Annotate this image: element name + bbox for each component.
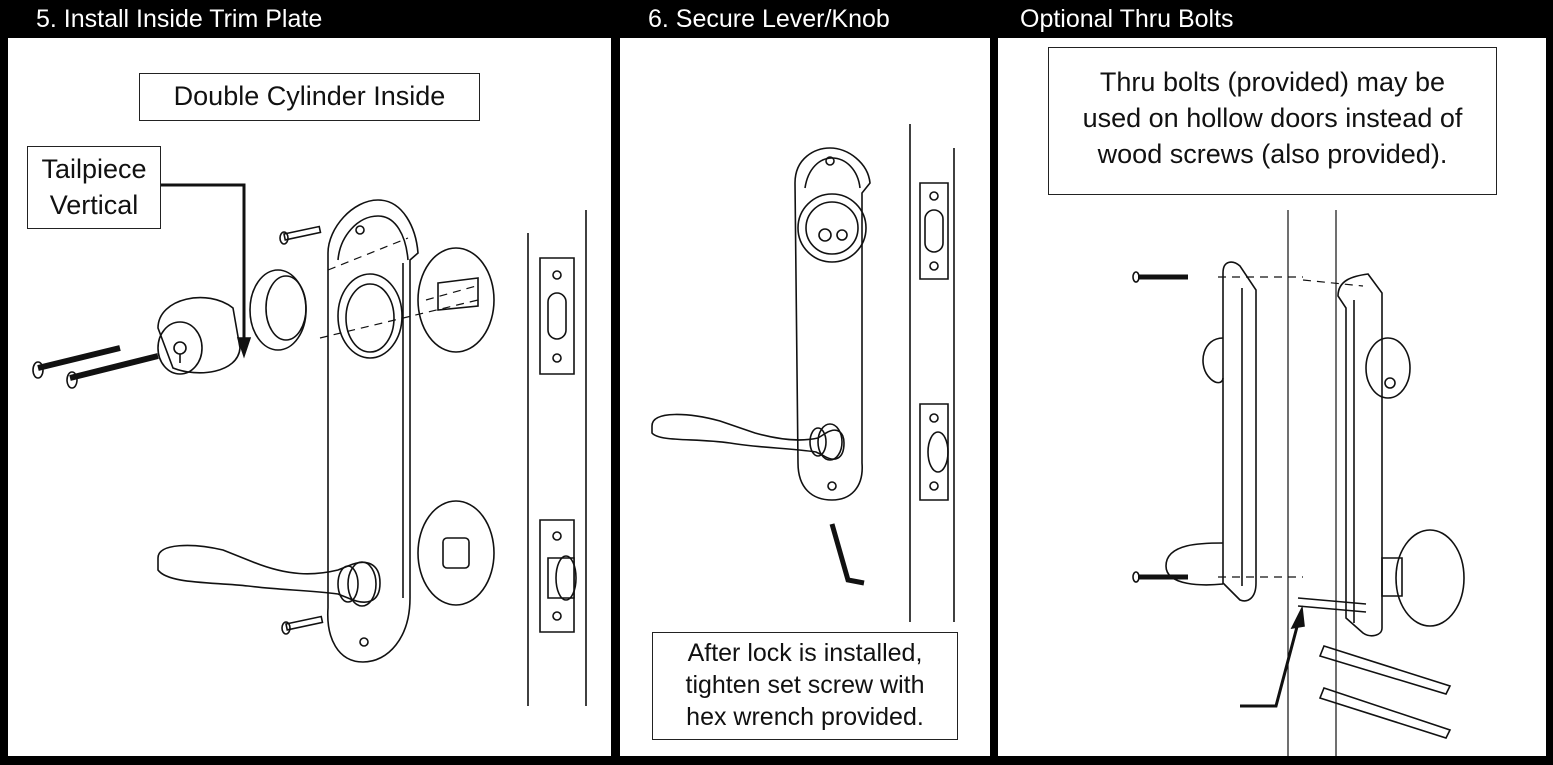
- note-line-2: tighten set screw with: [685, 671, 925, 699]
- panel-step-6: After lock is installed, tighten set scr…: [620, 38, 990, 756]
- spare-bolt-icon: [1320, 646, 1450, 738]
- lever-icon: [158, 545, 380, 606]
- thru-note-line-3: wood screws (also provided).: [1097, 139, 1448, 169]
- thru-note-line-2: used on hollow doors instead of: [1082, 103, 1463, 133]
- cylinder-icon: [158, 298, 240, 374]
- double-cylinder-callout: Double Cylinder Inside: [139, 73, 480, 121]
- ring-icon: [250, 270, 306, 350]
- hex-wrench-icon: [832, 524, 864, 583]
- lever-secure-illustration: [620, 38, 990, 756]
- step-6-title: 6. Secure Lever/Knob: [648, 5, 890, 33]
- panel-step-5: Double Cylinder Inside Tailpiece Vertica…: [8, 38, 611, 756]
- trim-plate-illustration: [8, 38, 611, 756]
- panel-thru-bolts: Thru bolts (provided) may be used on hol…: [998, 38, 1546, 756]
- outside-plate-icon: [1166, 262, 1256, 601]
- tailpiece-label-line2: Vertical: [49, 190, 139, 220]
- screw-icon: [282, 617, 322, 634]
- thru-bolts-note: Thru bolts (provided) may be used on hol…: [1048, 47, 1497, 195]
- trim-plate-icon: [328, 200, 418, 662]
- long-screw-icon: [33, 348, 158, 388]
- door-edge-icon: [910, 124, 954, 622]
- step-5-title: 5. Install Inside Trim Plate: [36, 5, 323, 33]
- double-cylinder-label: Double Cylinder Inside: [173, 81, 446, 111]
- thru-bolts-illustration: [998, 38, 1546, 756]
- door-bore-icon: [418, 248, 494, 605]
- tailpiece-callout: Tailpiece Vertical: [27, 146, 161, 229]
- note-line-3: hex wrench provided.: [686, 703, 924, 731]
- thru-note-line-1: Thru bolts (provided) may be: [1099, 67, 1446, 97]
- thru-bolt-icon: [1133, 272, 1188, 582]
- set-screw-note: After lock is installed, tighten set scr…: [652, 632, 958, 740]
- screw-icon: [280, 227, 320, 244]
- trim-plate-icon: [795, 148, 870, 500]
- thru-bolts-title: Optional Thru Bolts: [1020, 5, 1234, 33]
- note-line-1: After lock is installed,: [687, 639, 923, 667]
- tailpiece-label-line1: Tailpiece: [41, 154, 147, 184]
- inside-plate-icon: [1298, 274, 1464, 636]
- lever-icon: [652, 414, 844, 460]
- door-edge-icon: [528, 210, 586, 706]
